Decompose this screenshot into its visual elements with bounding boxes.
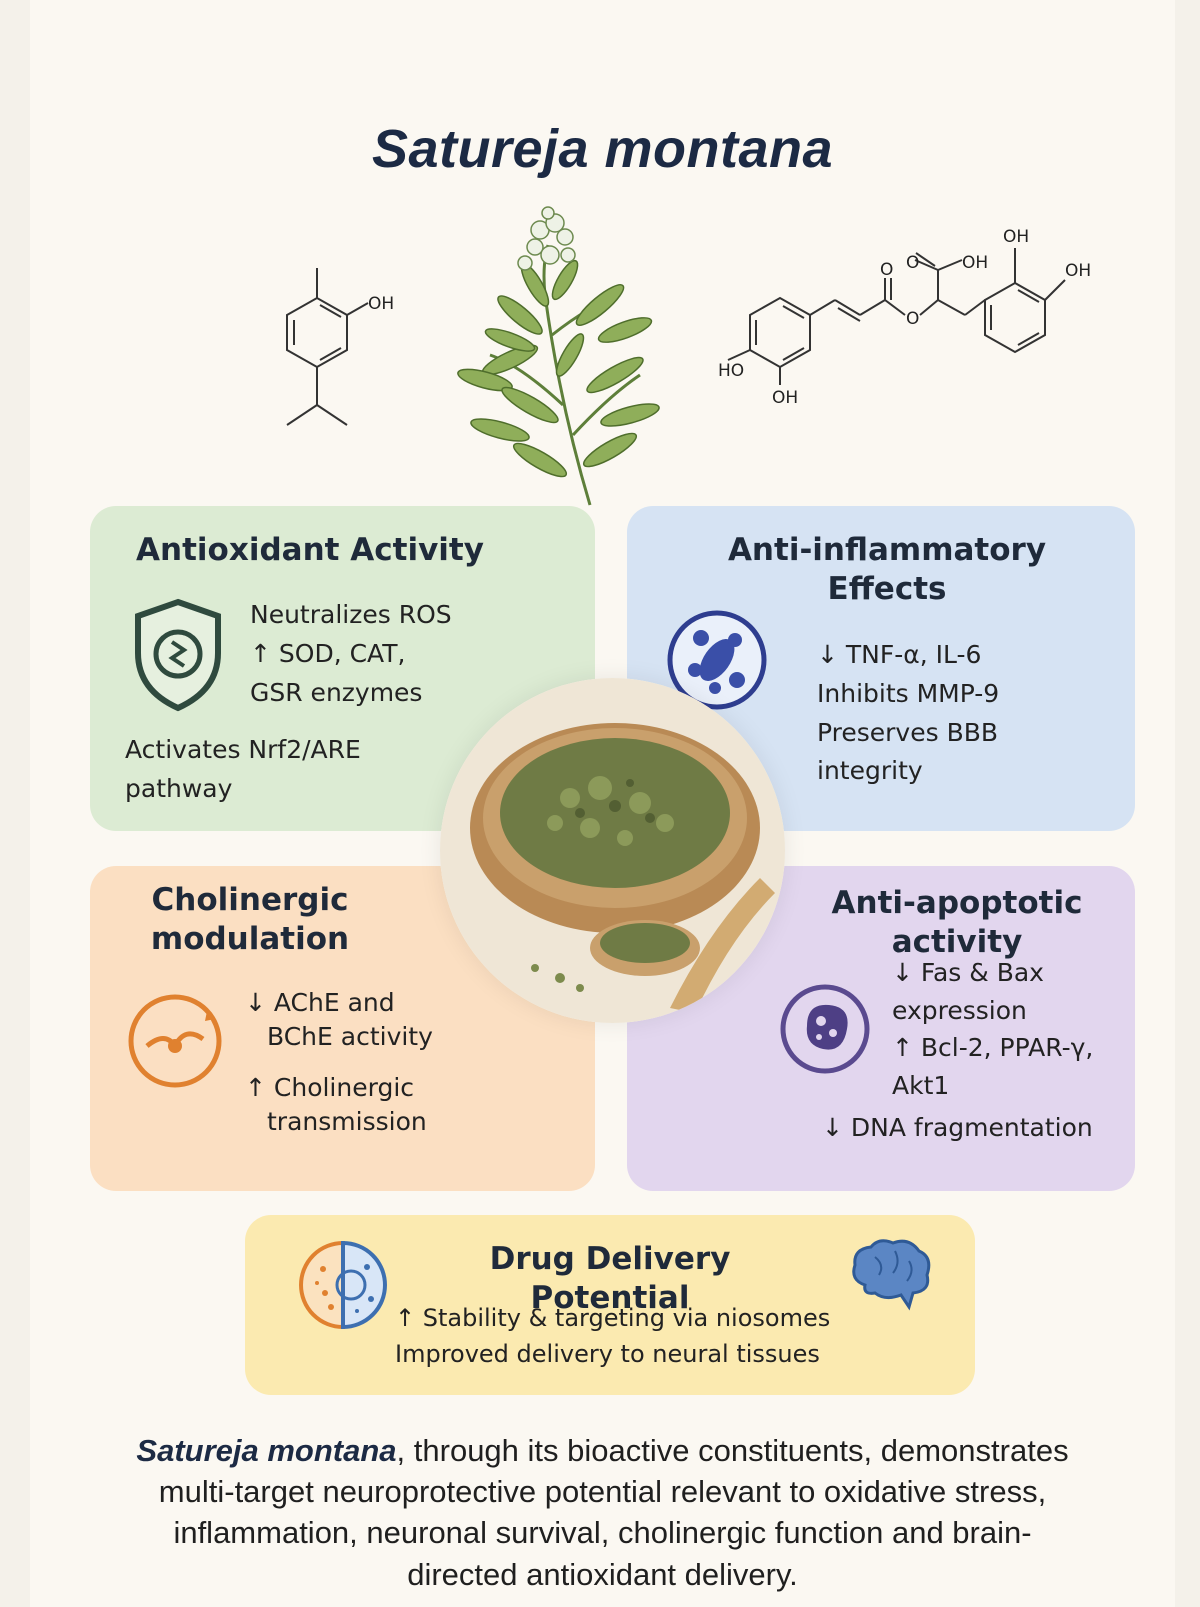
rosmarinic-acid-structure: HO OH O O O OH OH OH <box>718 227 1091 408</box>
summary-line: directed antioxidant delivery. <box>407 1556 798 1592</box>
anti-inflammatory-lines: ↓ TNF-α, IL-6 Inhibits MMP-9 Preserves B… <box>817 636 999 791</box>
antioxidant-lines: Neutralizes ROS ↑ SOD, CAT, GSR enzymes <box>250 596 452 712</box>
cholinergic-line: ↓ AChE and <box>245 988 395 1017</box>
molecule-oh-label: OH <box>772 388 798 408</box>
molecule-o-label: O <box>880 260 893 280</box>
antioxidant-line: GSR enzymes <box>250 677 423 707</box>
antioxidant-title: Antioxidant Activity <box>136 532 484 568</box>
summary-line: Satureja montana, through its bioactive … <box>30 1430 1175 1471</box>
antioxidant-line: Neutralizes ROS <box>250 600 452 629</box>
summary-line: inflammation, neuronal survival, choline… <box>173 1515 1032 1551</box>
summary-line-rest: , through its bioactive constituents, de… <box>396 1433 1069 1468</box>
cholinergic-line: BChE activity <box>267 1021 433 1051</box>
anti-apoptotic-line: ↓ Fas & Bax <box>892 958 1044 987</box>
molecule-oh-label: OH <box>1065 261 1091 281</box>
cholinergic-line: ↑ Cholinergic <box>245 1073 415 1102</box>
molecule-o-label: O <box>906 253 919 273</box>
savory-plant-illustration <box>457 206 660 506</box>
niosome-icon <box>299 1240 387 1330</box>
anti-apoptotic-line: expression <box>892 995 1027 1025</box>
immune-cell-icon <box>667 610 767 710</box>
apoptotic-cell-icon <box>780 984 870 1074</box>
molecule-ho-label: HO <box>718 361 744 381</box>
anti-apoptotic-title-line: Anti-apoptotic <box>831 885 1083 921</box>
antioxidant-extra: Activates Nrf2/ARE pathway <box>125 731 361 809</box>
dried-herb-bowl-image <box>440 678 785 1023</box>
anti-inflammatory-line: integrity <box>817 756 923 786</box>
drug-delivery-title: Drug Delivery Potential <box>489 1241 731 1316</box>
antioxidant-extra-line: pathway <box>125 773 233 803</box>
cholinergic-lines-a: ↓ AChE and BChE activity <box>245 986 433 1054</box>
drug-delivery-lines: ↑ Stability & targeting via niosomes Imp… <box>395 1300 830 1372</box>
drug-delivery-line: ↑ Stability & targeting via niosomes <box>395 1304 831 1332</box>
drug-delivery-line: Improved delivery to neural tissues <box>395 1340 820 1368</box>
herb-bowl-illustration <box>440 678 785 1023</box>
anti-inflammatory-title-line: Effects <box>827 570 947 607</box>
molecule-oh-label: OH <box>962 253 988 273</box>
drug-delivery-panel: Drug Delivery Potential ↑ Stability & ta… <box>245 1215 975 1395</box>
cholinergic-title: Cholinergic modulation <box>120 881 380 959</box>
anti-inflammatory-line: ↓ TNF-α, IL-6 <box>817 640 982 669</box>
antioxidant-line: ↑ SOD, CAT, <box>250 638 406 668</box>
brain-icon <box>852 1239 931 1311</box>
anti-apoptotic-lines: ↓ Fas & Bax expression ↑ Bcl-2, PPAR-γ, … <box>892 954 1093 1104</box>
anti-inflammatory-title: Anti-inflammatory Effects <box>667 531 1107 609</box>
anti-apoptotic-extra: ↓ DNA fragmentation <box>822 1113 1093 1142</box>
cholinergic-lines-b: ↑ Cholinergic transmission <box>245 1071 427 1139</box>
neuron-signal-icon <box>128 994 222 1088</box>
molecule-oh-label: OH <box>368 294 394 314</box>
summary-text: Satureja montana, through its bioactive … <box>30 1430 1175 1595</box>
infographic-page: Satureja montana OH <box>30 0 1175 1607</box>
anti-inflammatory-title-line: Anti-inflammatory <box>727 532 1047 568</box>
carvacrol-structure: OH <box>286 268 394 426</box>
shield-icon <box>135 598 221 712</box>
cholinergic-title-line: Cholinergic <box>151 882 349 918</box>
molecule-oh-label: OH <box>1003 227 1029 247</box>
anti-apoptotic-title: Anti-apoptotic activity <box>817 884 1097 962</box>
anti-inflammatory-line: Inhibits MMP-9 <box>817 678 1000 708</box>
anti-apoptotic-line: ↑ Bcl-2, PPAR-γ, <box>892 1033 1094 1062</box>
summary-line: multi-target neuroprotective potential r… <box>158 1474 1047 1510</box>
anti-apoptotic-line: Akt1 <box>892 1070 950 1100</box>
cholinergic-title-line: modulation <box>150 920 350 957</box>
molecule-o-label: O <box>906 309 919 329</box>
cholinergic-line: transmission <box>267 1106 427 1136</box>
anti-inflammatory-line: Preserves BBB <box>817 717 999 747</box>
antioxidant-extra-line: Activates Nrf2/ARE <box>125 735 361 764</box>
page-title: Satureja montana <box>371 119 834 179</box>
anti-apoptotic-title-line: activity <box>891 923 1023 960</box>
anti-apoptotic-panel: Anti-apoptotic activity ↓ Fas & Bax expr… <box>627 866 1135 1191</box>
summary-species-name: Satureja montana <box>136 1433 397 1468</box>
cholinergic-panel: Cholinergic modulation ↓ AChE and BChE a… <box>90 866 595 1191</box>
